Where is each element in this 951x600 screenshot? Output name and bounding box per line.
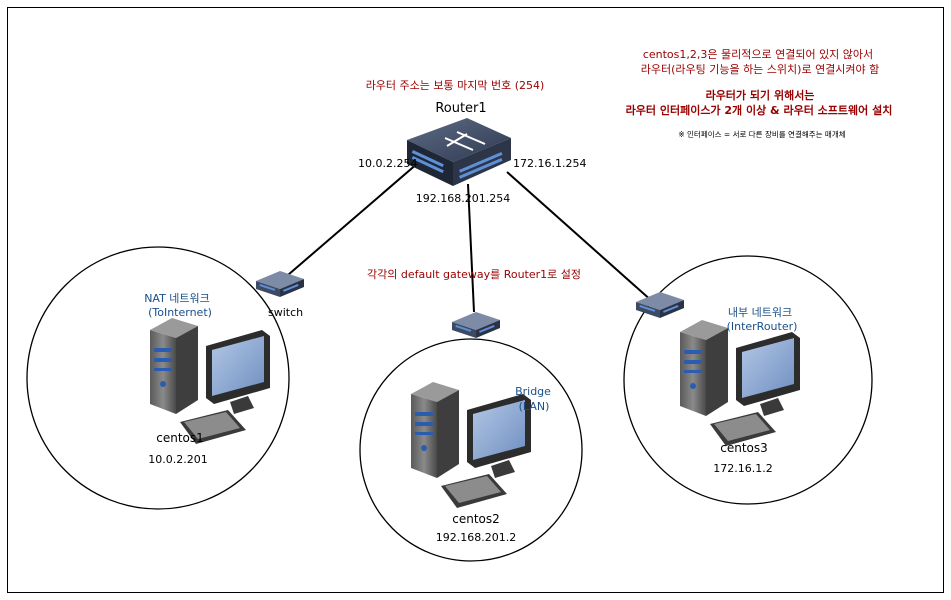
note-line1: centos1,2,3은 물리적으로 연결되어 있지 않아서 bbox=[642, 48, 874, 61]
network1-subname: (ToInternet) bbox=[148, 306, 212, 319]
router-interface-bottom: 192.168.201.254 bbox=[415, 192, 511, 205]
nat-network-circle bbox=[26, 246, 290, 510]
router-icon[interactable] bbox=[407, 118, 511, 186]
link-router-switch1 bbox=[280, 162, 419, 282]
router-interface-left: 10.0.2.254 bbox=[358, 157, 418, 170]
network3-name: 내부 네트워크 bbox=[727, 306, 793, 319]
note-small: ※ 인터페이스 = 서로 다른 장비를 연결해주는 매개체 bbox=[678, 130, 846, 139]
centos1-computer-icon[interactable] bbox=[150, 318, 270, 444]
centos3-ip: 172.16.1.2 bbox=[713, 462, 773, 475]
centos1-ip: 10.0.2.201 bbox=[148, 453, 208, 466]
diagram-frame bbox=[7, 7, 944, 593]
router-interface-right: 172.16.1.254 bbox=[513, 157, 587, 170]
centos1-hostname: centos1 bbox=[156, 431, 204, 445]
note-line2: 라우터(라우팅 기능을 하는 스위치)로 연결시켜야 함 bbox=[640, 63, 880, 76]
network3-subname: (InterRouter) bbox=[726, 320, 798, 333]
centos2-hostname: centos2 bbox=[452, 512, 500, 526]
centos2-computer-icon[interactable] bbox=[411, 382, 531, 508]
link-router-switch3 bbox=[506, 171, 654, 303]
switch-label: switch bbox=[268, 306, 304, 319]
gateway-note: 각각의 default gateway를 Router1로 설정 bbox=[366, 268, 582, 281]
router-name: Router1 bbox=[435, 101, 487, 116]
internal-network-circle bbox=[623, 255, 873, 505]
network2-name: Bridge bbox=[515, 385, 551, 398]
centos3-computer-icon[interactable] bbox=[680, 320, 800, 446]
centos3-hostname: centos3 bbox=[720, 441, 768, 455]
switch2-icon[interactable] bbox=[452, 312, 500, 338]
centos2-ip: 192.168.201.2 bbox=[435, 531, 517, 544]
note-bold2: 라우터 인터페이스가 2개 이상 & 라우터 소프트웨어 설치 bbox=[625, 104, 893, 117]
note-bold1: 라우터가 되기 위해서는 bbox=[705, 89, 815, 102]
network1-name: NAT 네트워크 bbox=[144, 292, 210, 305]
link-router-switch2 bbox=[467, 183, 475, 313]
bridge-network-circle bbox=[359, 338, 583, 562]
switch1-icon[interactable] bbox=[256, 271, 304, 297]
router-address-note: 라우터 주소는 보통 마지막 번호 (254) bbox=[365, 79, 545, 92]
network2-subname: (LAN) bbox=[518, 400, 550, 413]
